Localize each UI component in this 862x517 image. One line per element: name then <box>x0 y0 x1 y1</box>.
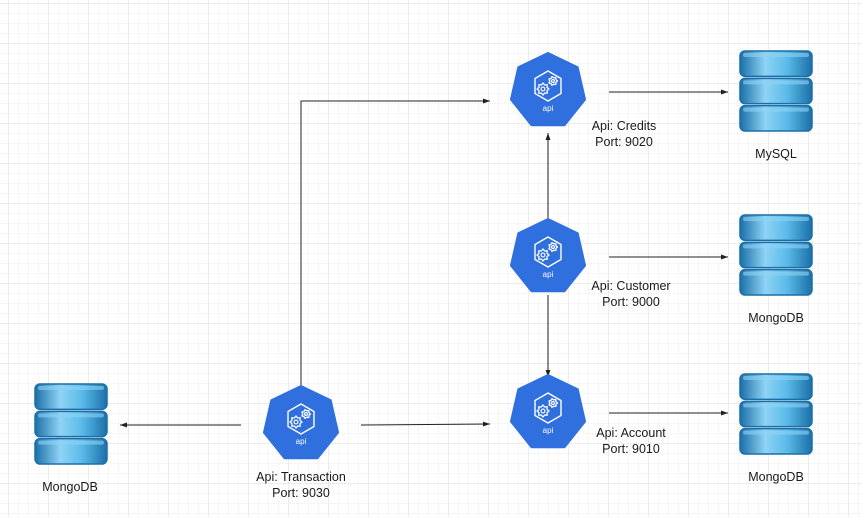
db-mongodb-transaction-label: MongoDB <box>42 480 98 494</box>
db-mongodb-account-node[interactable] <box>739 373 813 455</box>
db-mongodb-customer-node[interactable] <box>739 214 813 296</box>
api-hexagon-icon: api <box>262 385 340 460</box>
api-customer-label: Api: Customer Port: 9000 <box>591 278 670 310</box>
api-caption: api <box>543 104 554 113</box>
edge-transaction-to-credits <box>300 98 490 385</box>
api-account-node[interactable]: api <box>509 374 587 449</box>
api-customer-port: Port: 9000 <box>602 295 660 309</box>
db-mongodb-account-label: MongoDB <box>748 470 804 484</box>
api-caption: api <box>543 270 554 279</box>
edges <box>120 89 728 428</box>
api-transaction-label: Api: Transaction Port: 9030 <box>256 469 346 501</box>
api-credits-name: Api: Credits <box>591 119 657 133</box>
api-hexagon-icon: api <box>509 218 587 293</box>
db-mysql-node[interactable] <box>739 50 813 132</box>
api-transaction-node[interactable]: api <box>262 385 340 460</box>
edge-transaction-to-account <box>360 421 491 427</box>
api-caption: api <box>296 437 307 446</box>
database-icon <box>739 50 813 132</box>
api-hexagon-icon: api <box>509 52 587 127</box>
api-credits-port: Port: 9020 <box>595 135 653 149</box>
api-credits-node[interactable]: api <box>509 52 587 127</box>
database-icon <box>34 383 108 465</box>
database-icon <box>739 373 813 455</box>
db-mongodb-customer-label: MongoDB <box>748 311 804 325</box>
api-account-name: Api: Account <box>596 426 666 440</box>
api-transaction-name: Api: Transaction <box>256 470 346 484</box>
db-mongodb-transaction-node[interactable] <box>34 383 108 465</box>
api-credits-label: Api: Credits Port: 9020 <box>592 118 657 150</box>
database-icon <box>739 214 813 296</box>
api-customer-name: Api: Customer <box>591 279 671 293</box>
api-hexagon-icon: api <box>509 374 587 449</box>
api-transaction-port: Port: 9030 <box>272 486 330 500</box>
db-mysql-label: MySQL <box>755 147 797 161</box>
api-account-label: Api: Account Port: 9010 <box>596 425 666 457</box>
api-caption: api <box>543 426 554 435</box>
api-customer-node[interactable]: api <box>509 218 587 293</box>
api-account-port: Port: 9010 <box>602 442 660 456</box>
